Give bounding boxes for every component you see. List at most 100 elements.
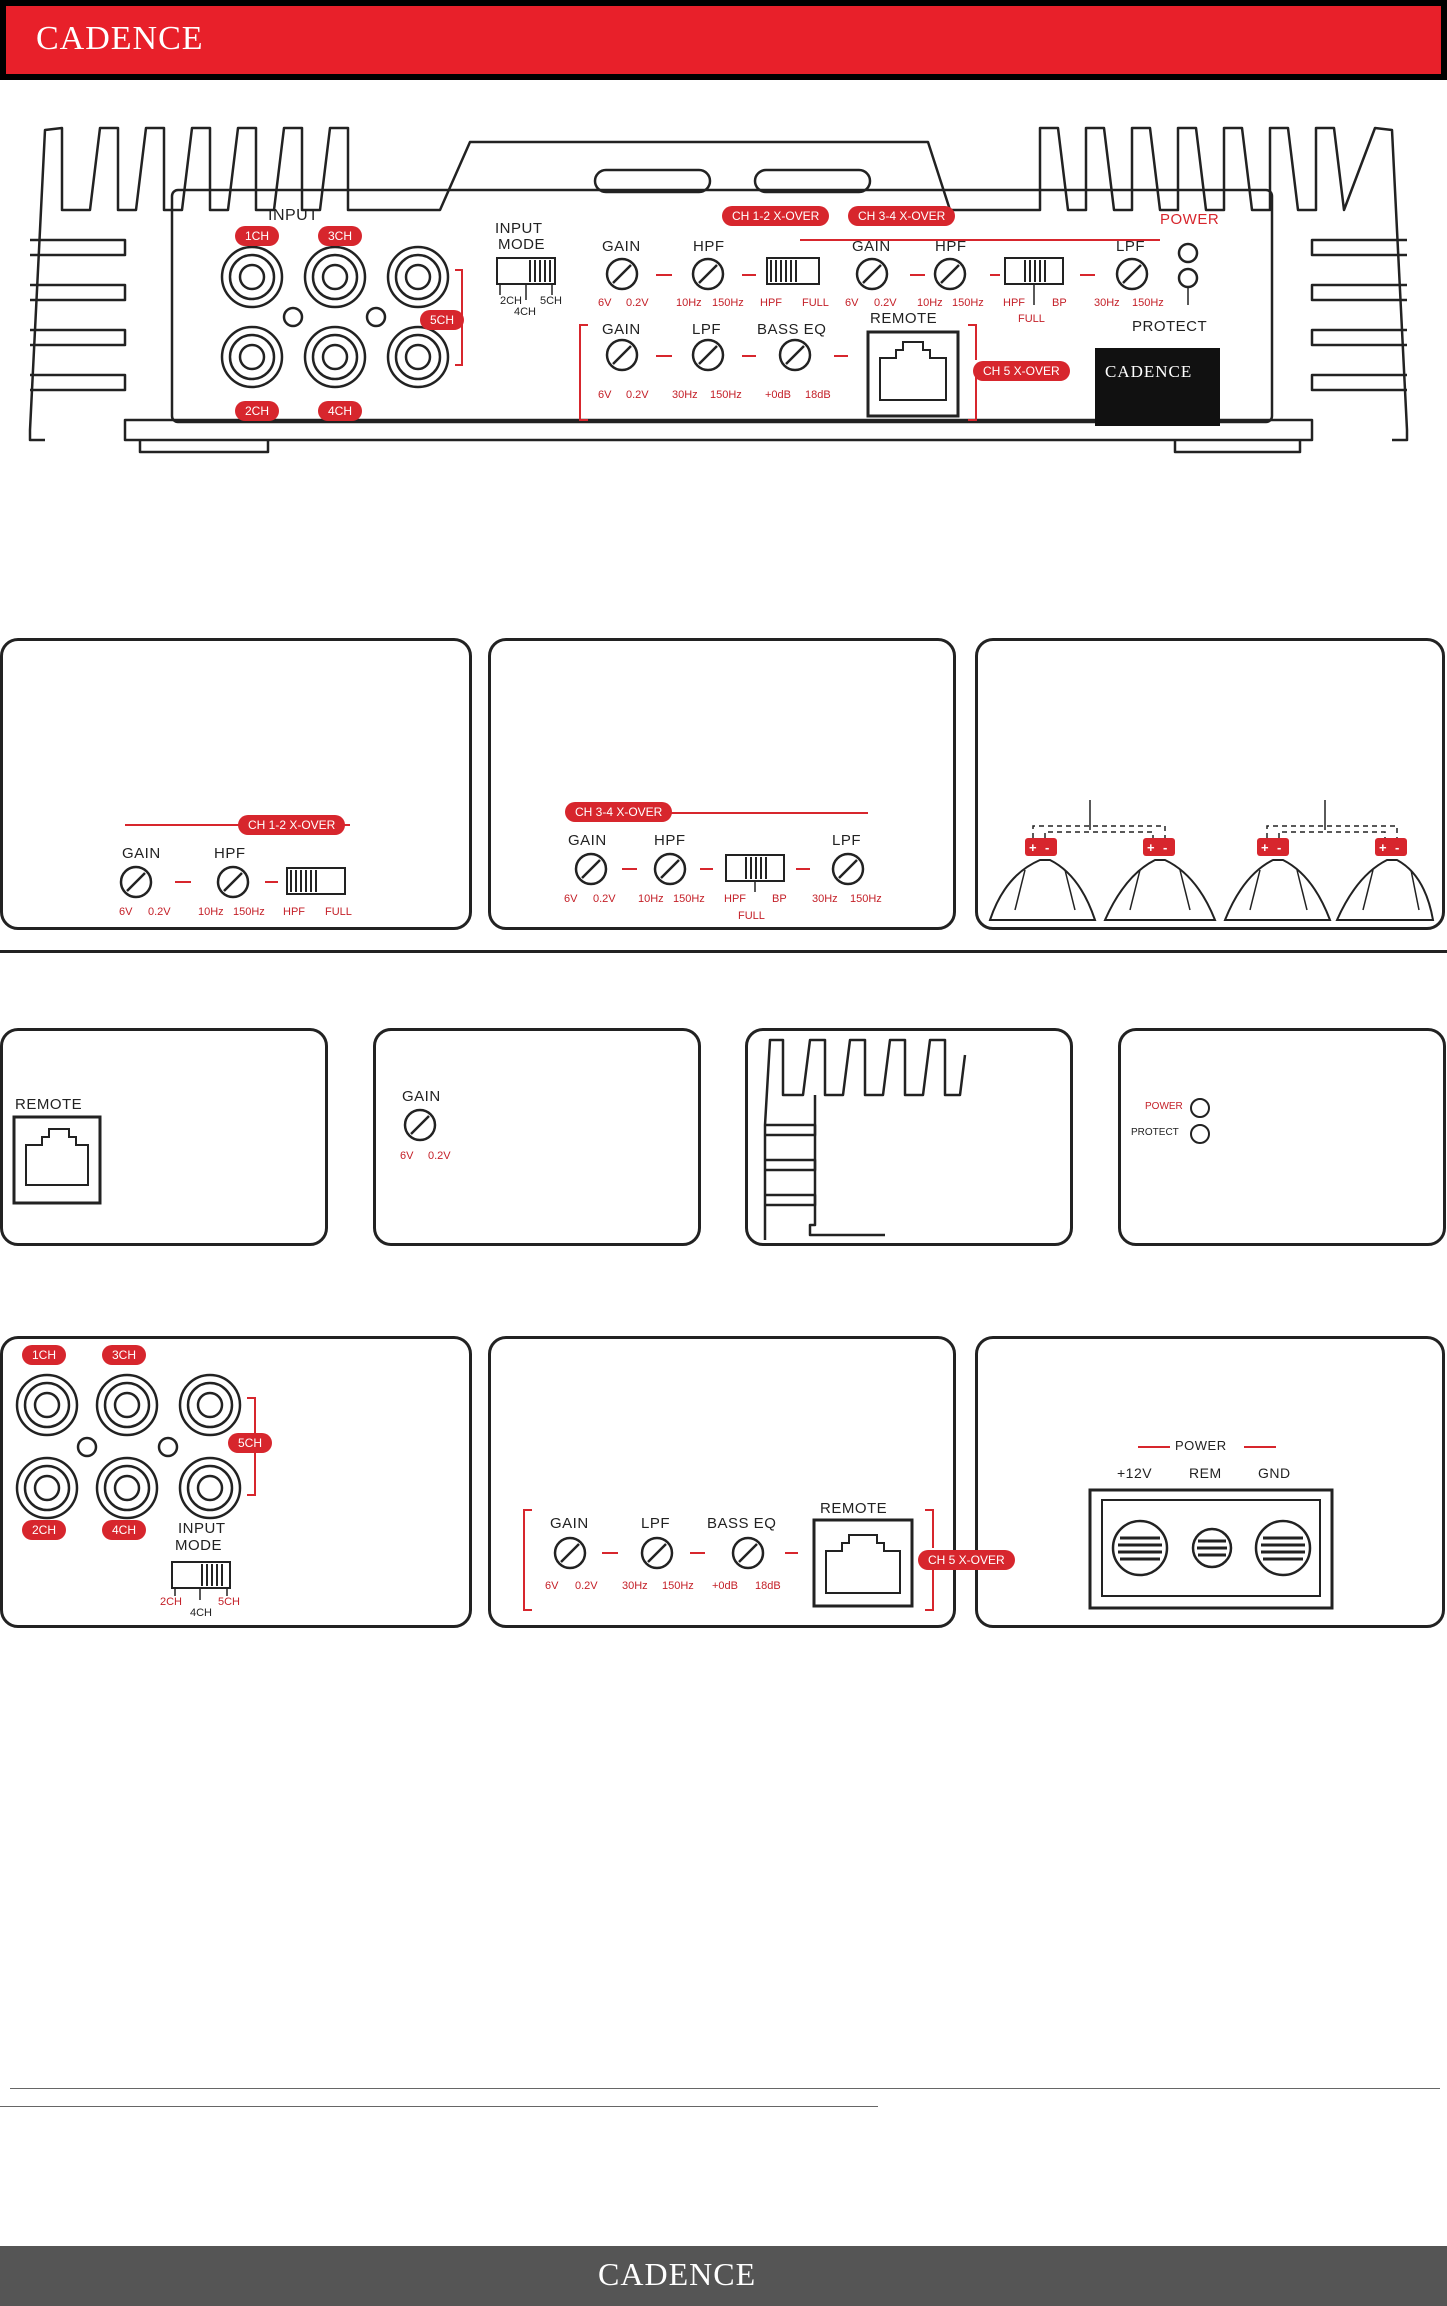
indicator-detail-box: [1118, 1028, 1446, 1246]
eq-min: +0dB: [765, 389, 791, 401]
mode-4ch: 4CH: [514, 306, 537, 318]
brand-logo: CADENCE: [36, 20, 204, 57]
channel-1-badge: 1CH: [235, 226, 280, 246]
channel-4-badge: 4CH: [318, 401, 363, 421]
gain-label-detail: GAIN: [122, 845, 161, 862]
eq-max: 18dB: [805, 389, 831, 401]
remote-label-ch5-detail: REMOTE: [820, 1500, 888, 1517]
input-mode-detail: INPUT: [178, 1520, 226, 1537]
mode-2ch: 2CH: [500, 295, 523, 307]
terminal-rem-label: REM: [1189, 1465, 1222, 1481]
sw-full-ch34-detail: FULL: [738, 910, 765, 922]
lpf-label-ch34: LPF: [1116, 238, 1146, 255]
sw-full-ch34: FULL: [1018, 313, 1045, 325]
terminal-gnd-label: GND: [1258, 1465, 1291, 1481]
gain-min-detail: 6V: [119, 906, 133, 918]
channel-5-badge: 5CH: [420, 310, 465, 330]
gain-label: GAIN: [602, 238, 641, 255]
lpf-max-ch34: 150Hz: [1132, 297, 1164, 309]
lpf-max-ch34-detail: 150Hz: [850, 893, 882, 905]
remote-label-detail: REMOTE: [15, 1096, 83, 1113]
sw-full-detail: FULL: [325, 906, 352, 918]
eq-min-detail: +0dB: [712, 1580, 738, 1592]
sw-bp-ch34-detail: BP: [772, 893, 787, 905]
ch5-badge-ch5-detail: CH 5 X-OVER: [918, 1550, 1015, 1570]
lpf-min-ch34-detail: 30Hz: [812, 893, 838, 905]
terminal-plus-3: +: [1261, 840, 1269, 855]
ch5-controls-detail: [523, 1509, 934, 1611]
power-bracket-left: [1138, 1446, 1170, 1448]
gain-max-ch5: 0.2V: [626, 389, 649, 401]
hpf-max-ch34-detail: 150Hz: [673, 893, 705, 905]
remote-label: REMOTE: [870, 310, 938, 327]
ch5-badge-detail: 5CH: [228, 1433, 273, 1453]
gain-max-box: 0.2V: [428, 1150, 451, 1162]
terminal-minus-3: -: [1277, 840, 1281, 855]
ch12-rule: [125, 824, 350, 826]
lpf-label-ch5-detail: LPF: [641, 1515, 671, 1532]
hpf-min-ch34: 10Hz: [917, 297, 943, 309]
mode-5ch: 5CH: [540, 295, 563, 307]
gain-min-ch34-detail: 6V: [564, 893, 578, 905]
power-led-label: POWER: [1145, 1101, 1183, 1112]
lpf-min-ch5: 30Hz: [672, 389, 698, 401]
led-indicators: [1190, 1098, 1210, 1144]
input-mode-title-2: MODE: [498, 236, 545, 253]
lpf-min-ch34: 30Hz: [1094, 297, 1120, 309]
footer-bar: CADENCE: [0, 2246, 1447, 2306]
ch12-detail-box: [0, 638, 472, 930]
terminal-minus-2: -: [1163, 840, 1167, 855]
gain-min: 6V: [598, 297, 612, 309]
power-label: POWER: [1160, 211, 1220, 228]
terminal-plus-1: +: [1029, 840, 1037, 855]
lpf-max-ch5: 150Hz: [710, 389, 742, 401]
sw-hpf-ch34: HPF: [1003, 297, 1025, 309]
sw-hpf-detail: HPF: [283, 906, 305, 918]
gain-max: 0.2V: [626, 297, 649, 309]
hpf-max-detail: 150Hz: [233, 906, 265, 918]
hpf-label-detail: HPF: [214, 845, 246, 862]
section-divider: [0, 950, 1447, 953]
ch34-detail-box: [488, 638, 956, 930]
gain-min-ch5-detail: 6V: [545, 1580, 559, 1592]
hpf-label-ch34: HPF: [935, 238, 967, 255]
mode-4ch-detail: 4CH: [190, 1607, 213, 1619]
hpf-label: HPF: [693, 238, 725, 255]
ch12-controls: [119, 865, 346, 899]
gain-label-ch5-detail: GAIN: [550, 1515, 589, 1532]
power-terminal-box: [975, 1336, 1445, 1628]
ch34-badge-detail: CH 3-4 X-OVER: [565, 802, 673, 822]
ch12-badge-detail: CH 1-2 X-OVER: [238, 815, 346, 835]
bottom-rule-long: [10, 2088, 1440, 2089]
heatsink-corner: [763, 1038, 967, 1240]
terminal-plus-2: +: [1147, 840, 1155, 855]
heatsink-detail-box: [745, 1028, 1073, 1246]
ch4-badge-detail: 4CH: [102, 1520, 147, 1540]
bass-eq-label-detail: BASS EQ: [707, 1515, 777, 1532]
ch5-xover-badge: CH 5 X-OVER: [973, 361, 1070, 381]
remote-jack: [12, 1115, 102, 1205]
terminal-plus-4: +: [1379, 840, 1387, 855]
hpf-label-ch34-detail: HPF: [654, 832, 686, 849]
terminal-12v-label: +12V: [1117, 1465, 1153, 1481]
ch12-xover-badge: CH 1-2 X-OVER: [722, 206, 830, 226]
panel-logo: CADENCE: [1105, 362, 1193, 381]
gain-label-ch5: GAIN: [602, 321, 641, 338]
input-mode-switch: [171, 1561, 231, 1600]
hpf-max-ch34: 150Hz: [952, 297, 984, 309]
mode-5ch-detail: 5CH: [218, 1596, 241, 1608]
protect-label: PROTECT: [1132, 318, 1208, 335]
protect-led-label: PROTECT: [1131, 1127, 1179, 1138]
eq-max-detail: 18dB: [755, 1580, 781, 1592]
gain-max-ch5-detail: 0.2V: [575, 1580, 598, 1592]
mode-2ch-detail: 2CH: [160, 1596, 183, 1608]
sw-full: FULL: [802, 297, 829, 309]
header-bar: CADENCE: [0, 0, 1447, 80]
gain-label-ch34-detail: GAIN: [568, 832, 607, 849]
gain-knob: [403, 1108, 437, 1142]
gain-min-box: 6V: [400, 1150, 414, 1162]
input-mode-detail-2: MODE: [175, 1537, 222, 1554]
terminal-minus-4: -: [1395, 840, 1399, 855]
gain-label-box: GAIN: [402, 1088, 441, 1105]
hpf-min: 10Hz: [676, 297, 702, 309]
